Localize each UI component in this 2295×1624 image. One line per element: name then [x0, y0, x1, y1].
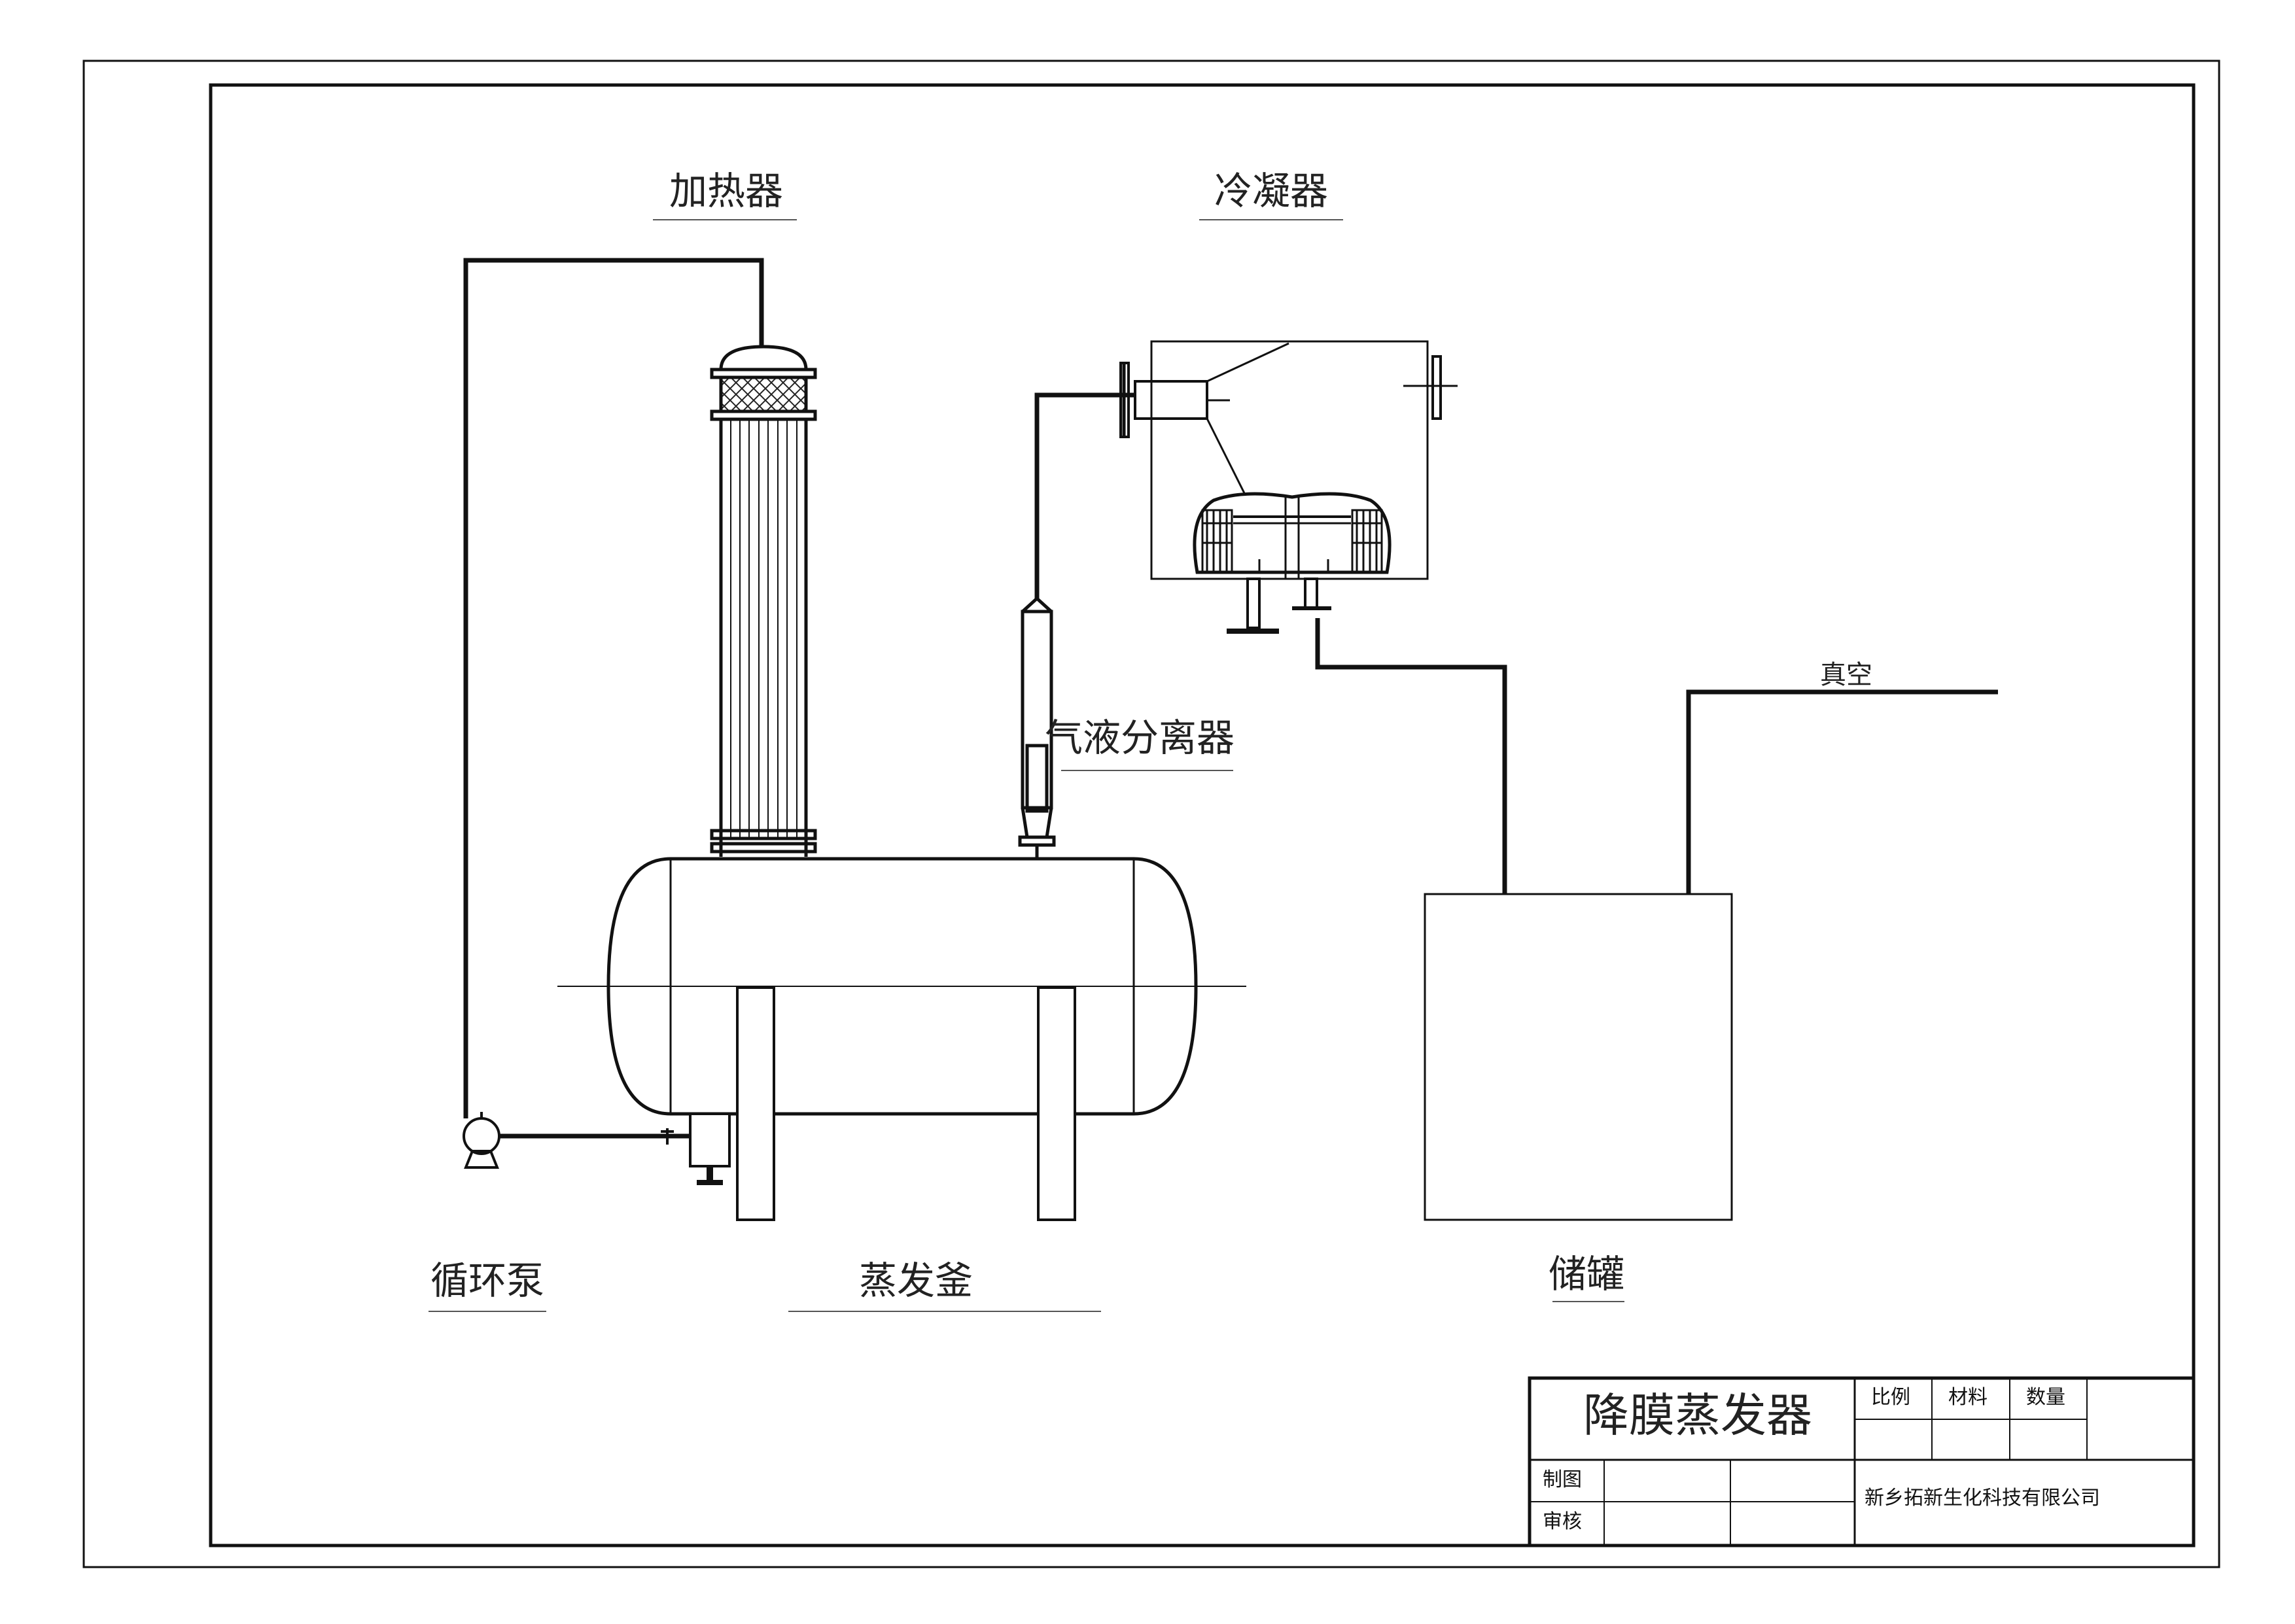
- heater: [710, 345, 817, 857]
- title-block-drawn: 制图: [1543, 1468, 1582, 1491]
- condensate-line: [1315, 618, 1507, 894]
- pump-label-text: 循环泵: [430, 1258, 544, 1303]
- circulation-pump: [463, 1112, 674, 1169]
- title-block-title: 降膜蒸发器: [1583, 1389, 1812, 1442]
- condenser: [1119, 340, 1458, 634]
- piping: [463, 258, 1998, 1139]
- evaporator-label: 蒸发釜: [788, 1258, 1101, 1312]
- pump-label: 循环泵: [429, 1258, 546, 1312]
- separator-label: 气液分离器: [1045, 716, 1235, 771]
- evaporator-label-text: 蒸发釜: [859, 1258, 973, 1303]
- evaporator-vessel: [557, 857, 1246, 1221]
- heater-label: 加热器: [653, 169, 797, 220]
- heater-label-text: 加热器: [669, 169, 783, 213]
- separator-label-text: 气液分离器: [1045, 716, 1235, 760]
- recirculation-line: [463, 258, 764, 1118]
- vacuum-line: [1686, 689, 1998, 894]
- storage-label-text: 储罐: [1549, 1252, 1624, 1296]
- condenser-label-text: 冷凝器: [1214, 169, 1328, 213]
- inner-border: [209, 83, 2196, 1547]
- outer-border: [82, 60, 2220, 1568]
- vapor-line: [1034, 392, 1135, 598]
- title-block: [1528, 1376, 2196, 1547]
- title-block-checked: 审核: [1543, 1510, 1582, 1533]
- title-block-material: 材料: [1948, 1386, 1988, 1409]
- vacuum-label: 真空: [1820, 660, 1872, 690]
- title-block-quantity: 数量: [2026, 1386, 2065, 1409]
- storage-tank: [1424, 893, 1733, 1221]
- title-block-company: 新乡拓新生化科技有限公司: [1865, 1487, 2100, 1510]
- condenser-label: 冷凝器: [1199, 169, 1343, 220]
- title-block-scale: 比例: [1871, 1386, 1910, 1409]
- storage-label: 储罐: [1549, 1252, 1624, 1302]
